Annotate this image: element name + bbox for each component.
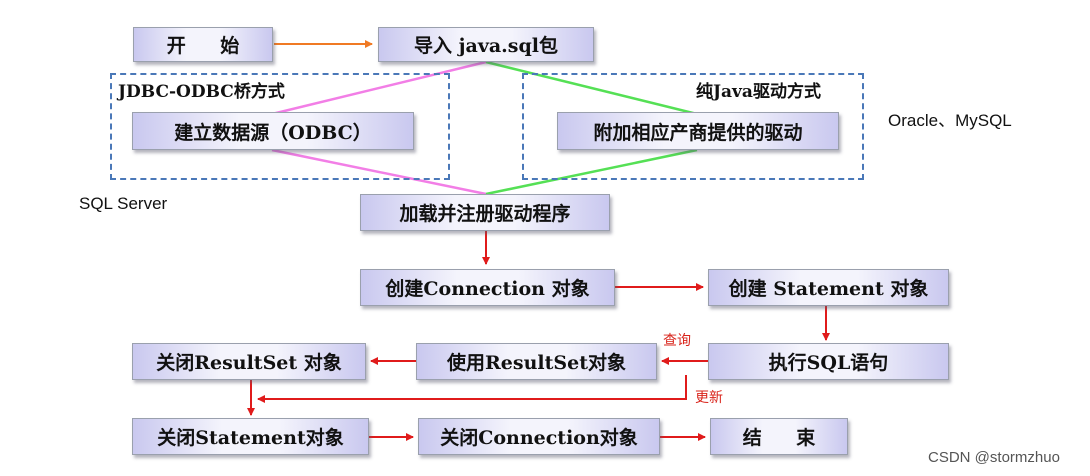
- node-load-register-driver: 加载并注册驱动程序: [360, 194, 610, 231]
- node-build-odbc-source: 建立数据源（ODBC）: [132, 112, 414, 150]
- label-sql-server: SQL Server: [79, 194, 168, 213]
- node-close-connection: 关闭Connection对象: [418, 418, 660, 455]
- group-pure-java: [522, 73, 864, 180]
- node-start: 开 始: [133, 27, 273, 62]
- node-execute-sql: 执行SQL语句: [708, 343, 949, 380]
- arrow-execute-update-bypass: [257, 375, 687, 403]
- path-import-to-odbc: [271, 60, 487, 116]
- node-vendor-driver: 附加相应产商提供的驱动: [557, 112, 839, 150]
- watermark: CSDN @stormzhuo: [928, 449, 1060, 466]
- edge-label-query: 查询: [663, 332, 691, 348]
- node-close-statement: 关闭Statement对象: [132, 418, 369, 455]
- path-import-to-vendor: [485, 60, 698, 116]
- group-pure-java-label: 纯Java驱动方式: [696, 82, 821, 102]
- node-end: 结 束: [710, 418, 848, 455]
- node-create-statement: 创建 Statement 对象: [708, 269, 949, 306]
- node-use-resultset: 使用ResultSet对象: [416, 343, 657, 380]
- node-import-java-sql: 导入 java.sql包: [378, 27, 594, 62]
- path-odbc-to-load: [271, 148, 487, 196]
- node-close-resultset: 关闭ResultSet 对象: [132, 343, 366, 380]
- edge-label-update: 更新: [695, 389, 723, 405]
- label-oracle-mysql: Oracle、MySQL: [888, 111, 1012, 130]
- node-create-connection: 创建Connection 对象: [360, 269, 615, 306]
- path-vendor-to-load: [485, 148, 698, 196]
- group-jdbc-odbc-label: JDBC-ODBC桥方式: [118, 82, 285, 102]
- group-jdbc-odbc: [110, 73, 450, 180]
